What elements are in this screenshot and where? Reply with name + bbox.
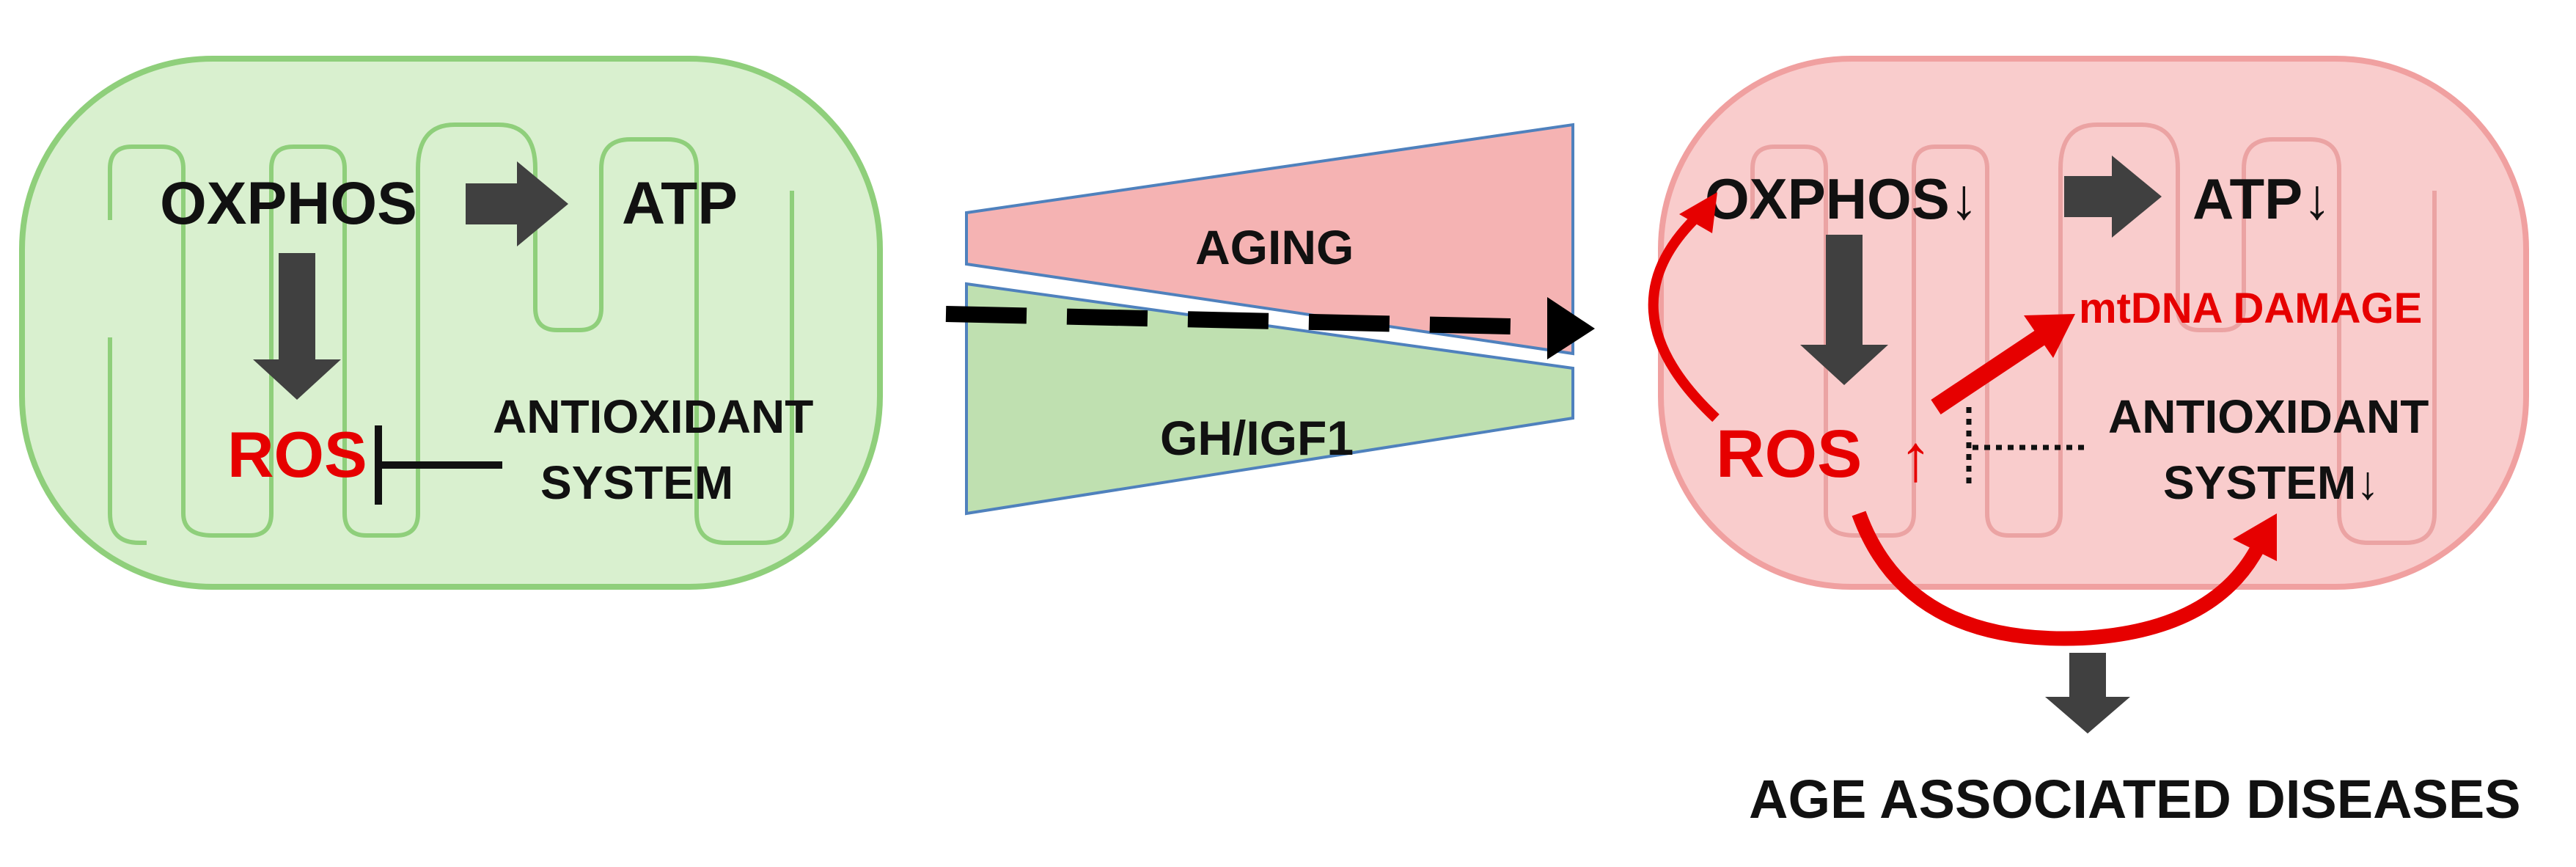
healthy-oxphos-label: OXPHOS xyxy=(160,170,417,237)
ros-to-oxphos-feedback-arrow xyxy=(1648,208,1720,422)
aged-atp-label: ATP↓ xyxy=(2192,167,2331,231)
ros-to-antioxidant-curved-arrow xyxy=(1852,511,2265,646)
healthy-outer-membrane xyxy=(19,56,883,590)
aging-transition-dashed-arrow xyxy=(945,306,1577,336)
aged-antioxidant-line1: ANTIOXIDANT xyxy=(2108,390,2429,443)
aging-wedge xyxy=(965,122,1574,356)
aged-ros-label: ROS xyxy=(1716,417,1862,491)
healthy-inhibition-bar xyxy=(375,425,502,505)
healthy-antioxidant-line2: SYSTEM xyxy=(540,456,733,509)
ros-to-oxphos-arrowhead xyxy=(1679,192,1717,233)
healthy-cristae xyxy=(108,122,794,545)
aged-oxphos-to-atp-arrow xyxy=(2064,156,2162,238)
healthy-antioxidant-line1: ANTIOXIDANT xyxy=(493,390,813,443)
age-associated-diseases-label: AGE ASSOCIATED DISEASES xyxy=(1749,769,2521,830)
aged-outer-membrane xyxy=(1658,56,2529,590)
diseases-down-arrow xyxy=(2045,653,2130,734)
ros-to-antioxidant-arrowhead xyxy=(2233,513,2277,561)
healthy-ros-label: ROS xyxy=(227,418,367,491)
aged-cristae xyxy=(1750,122,2437,545)
healthy-cristae-2 xyxy=(108,337,147,545)
aged-mtdna-damage-label: mtDNA DAMAGE xyxy=(2079,285,2422,332)
healthy-oxphos-to-atp-arrow xyxy=(466,161,568,246)
aging-transition-arrowhead xyxy=(1547,297,1595,359)
aged-mitochondrion xyxy=(1658,56,2529,590)
healthy-atp-label: ATP xyxy=(622,170,738,237)
healthy-mitochondrion xyxy=(19,56,883,590)
ros-to-mtdna-arrowhead xyxy=(2024,314,2075,358)
aged-oxphos-label: OXPHOS↓ xyxy=(1705,167,1978,231)
ros-to-mtdna-arrow xyxy=(1931,326,2051,414)
ghigf1-label: GH/IGF1 xyxy=(1160,411,1354,465)
healthy-oxphos-to-ros-arrow xyxy=(253,253,341,400)
aged-oxphos-to-ros-arrow xyxy=(1800,235,1888,385)
ghigf1-wedge xyxy=(965,282,1574,516)
aged-ros-up-arrow: ↑ xyxy=(1899,422,1932,495)
aged-dotted-inhibition xyxy=(1966,407,2090,488)
aging-label: AGING xyxy=(1195,220,1354,274)
aged-antioxidant-line2: SYSTEM↓ xyxy=(2163,456,2379,509)
